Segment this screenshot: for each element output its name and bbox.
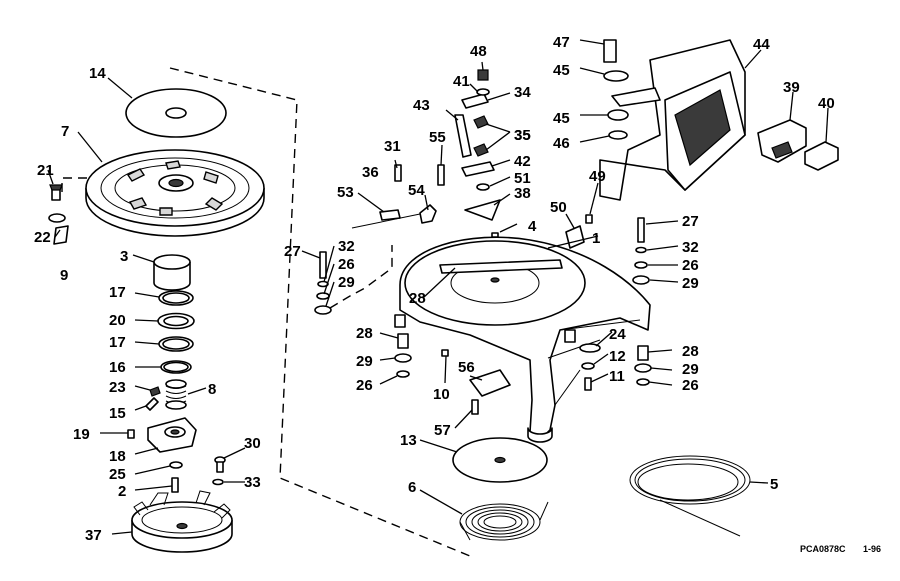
callout-label: 30 xyxy=(244,435,261,452)
callout-label: 40 xyxy=(818,95,835,112)
callout-label: 45 xyxy=(553,110,570,127)
callout-label: 22 xyxy=(34,229,51,246)
callout-label: 47 xyxy=(553,34,570,51)
callout-label: 31 xyxy=(384,138,401,155)
callout-label: 19 xyxy=(73,426,90,443)
figure-code: PCA0878C xyxy=(800,544,846,554)
small-screw-parts xyxy=(212,456,226,486)
callout-label: 48 xyxy=(470,43,487,60)
callout-label: 39 xyxy=(783,79,800,96)
callout-label: 27 xyxy=(682,213,699,230)
callout-label: 2 xyxy=(118,483,126,500)
starter-housing-part xyxy=(394,236,651,443)
rewind-spring-part xyxy=(459,501,549,541)
callout-label: 12 xyxy=(609,348,626,365)
callout-label: 29 xyxy=(682,275,699,292)
callout-label: 55 xyxy=(429,129,446,146)
callout-label: 17 xyxy=(109,284,126,301)
screw-and-clip-parts xyxy=(48,184,69,245)
right-fastener-parts xyxy=(632,217,650,285)
callout-label: 38 xyxy=(514,185,531,202)
callout-label: 15 xyxy=(109,405,126,422)
callout-label: 26 xyxy=(682,257,699,274)
left-fastener-parts xyxy=(314,251,332,315)
callout-label: 42 xyxy=(514,153,531,170)
washer-plate-part xyxy=(125,88,227,138)
callout-label: 14 xyxy=(89,65,106,82)
callout-label: 4 xyxy=(528,218,537,235)
lever-parts xyxy=(441,349,511,415)
callout-label: 41 xyxy=(453,73,470,90)
callout-leader-lines xyxy=(47,39,829,535)
callout-label: 6 xyxy=(408,479,416,496)
callout-label: 7 xyxy=(61,123,69,140)
callout-label: 27 xyxy=(284,243,301,260)
callout-label: 51 xyxy=(514,170,531,187)
callout-label: 3 xyxy=(120,248,128,265)
callout-label: 1 xyxy=(592,230,600,247)
callout-label: 56 xyxy=(458,359,475,376)
handle-bracket-part xyxy=(599,39,746,201)
handle-grip-parts xyxy=(757,119,839,171)
callout-labels: 1 2 3 4 5 6 7 8 9 10 11 12 13 14 15 16 1… xyxy=(34,34,835,544)
callout-label: 28 xyxy=(682,343,699,360)
callout-label: 20 xyxy=(109,312,126,329)
callout-label: 8 xyxy=(208,381,216,398)
callout-label: 34 xyxy=(514,84,531,101)
callout-label: 29 xyxy=(338,274,355,291)
callout-label: 26 xyxy=(338,256,355,273)
cup-part xyxy=(131,490,233,553)
callout-label: 57 xyxy=(434,422,451,439)
callout-label: 54 xyxy=(408,182,425,199)
pulley-part xyxy=(85,149,265,237)
callout-label: 53 xyxy=(337,184,354,201)
callout-label: 9 xyxy=(60,267,68,284)
callout-label: 16 xyxy=(109,359,126,376)
callout-label: 50 xyxy=(550,199,567,216)
callout-label: 24 xyxy=(609,326,626,343)
callout-label: 36 xyxy=(362,164,379,181)
cam-part xyxy=(127,417,197,453)
spring-disc-part xyxy=(452,437,548,483)
callout-label: 29 xyxy=(356,353,373,370)
callout-label: 28 xyxy=(356,325,373,342)
callout-label: 46 xyxy=(553,135,570,152)
callout-label: 45 xyxy=(553,62,570,79)
callout-label: 5 xyxy=(770,476,778,493)
callout-label: 32 xyxy=(338,238,355,255)
figure-footer: PCA0878C 1-96 xyxy=(800,544,881,554)
callout-label: 43 xyxy=(413,97,430,114)
callout-label: 17 xyxy=(109,334,126,351)
starter-rope-part xyxy=(629,455,751,537)
callout-label: 35 xyxy=(514,127,531,144)
callout-label: 21 xyxy=(37,162,54,179)
lower-right-bushing-parts xyxy=(579,343,652,391)
callout-label: 49 xyxy=(589,168,606,185)
spring-and-pawl-parts xyxy=(145,379,187,411)
callout-label: 10 xyxy=(433,386,450,403)
callout-label: 28 xyxy=(409,290,426,307)
callout-label: 26 xyxy=(682,377,699,394)
washer-and-screw-parts xyxy=(169,461,183,493)
callout-label: 11 xyxy=(609,368,625,385)
callout-label: 33 xyxy=(244,474,261,491)
figure-date: 1-96 xyxy=(863,544,881,554)
callout-label: 35 xyxy=(514,127,531,144)
callout-label: 26 xyxy=(356,377,373,394)
callout-label: 18 xyxy=(109,448,126,465)
callout-label: 32 xyxy=(682,239,699,256)
callout-label: 23 xyxy=(109,379,126,396)
callout-label: 44 xyxy=(753,36,770,53)
callout-label: 25 xyxy=(109,466,126,483)
ring-stack-parts xyxy=(157,290,195,374)
callout-label: 29 xyxy=(682,361,699,378)
bushing-part xyxy=(153,254,191,291)
callout-label: 37 xyxy=(85,527,102,544)
callout-label: 13 xyxy=(400,432,417,449)
lower-left-bushing-parts xyxy=(394,333,412,378)
upper-small-parts xyxy=(351,69,593,249)
